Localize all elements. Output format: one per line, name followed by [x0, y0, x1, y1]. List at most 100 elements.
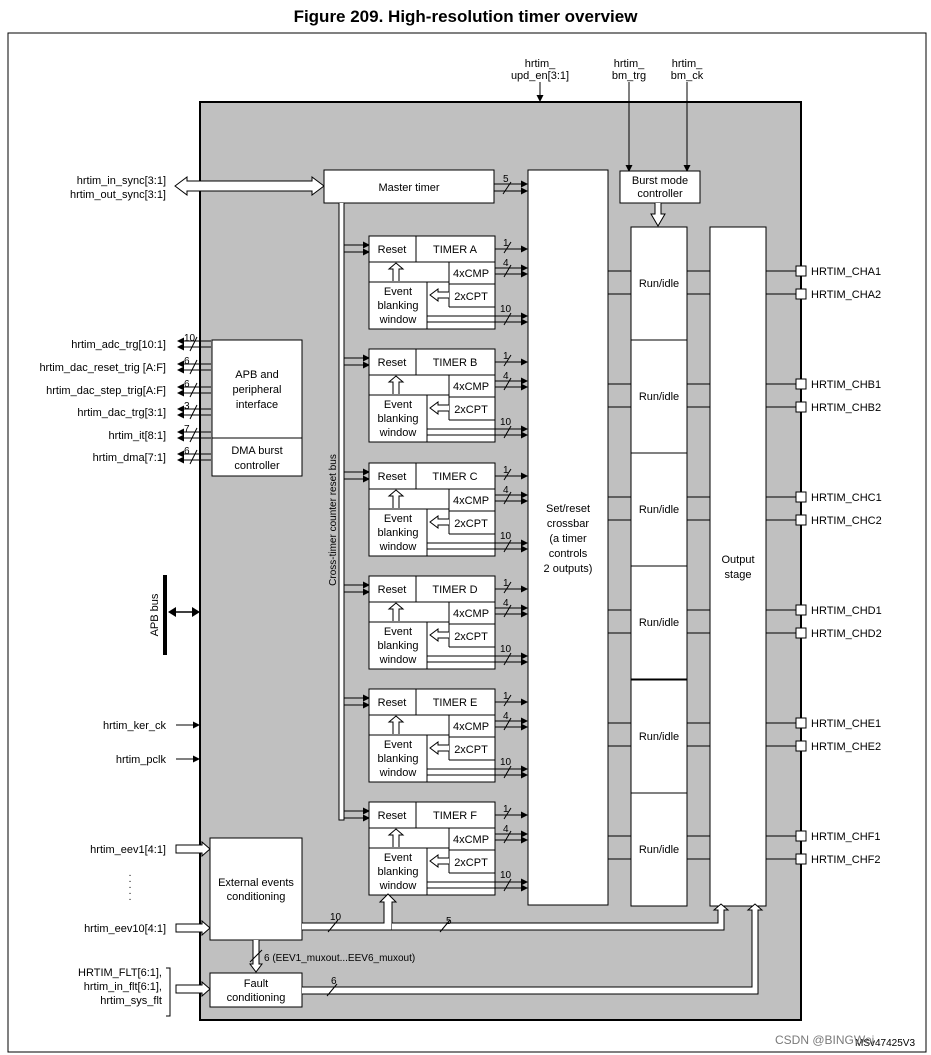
- svg-text:interface: interface: [236, 399, 278, 411]
- run-idle-e: Run/idle: [630, 679, 688, 794]
- output-channels: HRTIM_CHA1HRTIM_CHA2HRTIM_CHB1HRTIM_CHB2…: [608, 265, 882, 866]
- svg-text:TIMER A: TIMER A: [433, 244, 478, 256]
- svg-text:Burst mode: Burst mode: [632, 175, 688, 187]
- svg-text:hrtim_: hrtim_: [614, 58, 645, 70]
- svg-text:TIMER C: TIMER C: [432, 471, 477, 483]
- channel-hrtim_che1: HRTIM_CHE1: [608, 717, 881, 730]
- svg-text:.: .: [129, 868, 132, 879]
- svg-text:APB bus: APB bus: [149, 593, 161, 636]
- svg-text:DMA burst: DMA burst: [231, 445, 282, 457]
- svg-text:HRTIM_CHC2: HRTIM_CHC2: [811, 515, 882, 527]
- svg-text:Master timer: Master timer: [378, 182, 439, 194]
- apb-line-3: hrtim_dac_trg[3:1]3: [77, 401, 211, 420]
- svg-text:5: 5: [446, 916, 452, 927]
- svg-text:hrtim_adc_trg[10:1]: hrtim_adc_trg[10:1]: [71, 339, 166, 351]
- svg-text:2xCPT: 2xCPT: [454, 744, 488, 756]
- svg-text:hrtim_: hrtim_: [525, 58, 556, 70]
- svg-text:10: 10: [500, 870, 512, 881]
- svg-text:4: 4: [503, 485, 509, 496]
- svg-text:Event: Event: [384, 286, 412, 298]
- output-stage: Output stage: [709, 226, 767, 907]
- svg-text:hrtim_out_sync[3:1]: hrtim_out_sync[3:1]: [70, 189, 166, 201]
- svg-text:hrtim_dac_trg[3:1]: hrtim_dac_trg[3:1]: [77, 407, 166, 419]
- apb-output-lines: hrtim_adc_trg[10:1]10 hrtim_dac_reset_tri…: [39, 333, 211, 465]
- svg-text:TIMER D: TIMER D: [432, 584, 477, 596]
- svg-text:hrtim_eev1[4:1]: hrtim_eev1[4:1]: [90, 844, 166, 856]
- svg-text:HRTIM_CHE2: HRTIM_CHE2: [811, 741, 881, 753]
- sync-signals: hrtim_in_sync[3:1] hrtim_out_sync[3:1]: [70, 175, 325, 201]
- svg-text:HRTIM_CHE1: HRTIM_CHE1: [811, 718, 881, 730]
- svg-text:1: 1: [503, 691, 509, 702]
- channel-hrtim_cha2: HRTIM_CHA2: [608, 288, 881, 301]
- apb-line-1: hrtim_dac_reset_trig [A:F]6: [39, 356, 211, 375]
- svg-text:10: 10: [500, 417, 512, 428]
- channel-hrtim_chb2: HRTIM_CHB2: [608, 401, 881, 414]
- svg-text:upd_en[3:1]: upd_en[3:1]: [511, 70, 569, 82]
- svg-text:Set/reset: Set/reset: [546, 503, 590, 515]
- svg-text:hrtim_in_flt[6:1],: hrtim_in_flt[6:1],: [84, 981, 162, 993]
- apb-bus: APB bus: [149, 575, 200, 655]
- master-timer: Master timer 5: [323, 169, 528, 204]
- svg-text:4xCMP: 4xCMP: [453, 495, 489, 507]
- svg-text:HRTIM_CHB1: HRTIM_CHB1: [811, 379, 881, 391]
- svg-text:6: 6: [184, 356, 190, 367]
- top-inputs: hrtim_ upd_en[3:1] hrtim_ bm_trg hrtim_ …: [511, 58, 704, 172]
- svg-text:conditioning: conditioning: [227, 992, 286, 1004]
- diagram-code: MSv47425V3: [855, 1038, 915, 1049]
- svg-text:4: 4: [503, 258, 509, 269]
- svg-text:1: 1: [503, 351, 509, 362]
- svg-text:HRTIM_CHB2: HRTIM_CHB2: [811, 402, 881, 414]
- apb-line-0: hrtim_adc_trg[10:1]10: [71, 333, 211, 352]
- figure-title: Figure 209. High-resolution timer overvi…: [293, 7, 638, 26]
- svg-text:blanking: blanking: [378, 753, 419, 765]
- svg-text:Reset: Reset: [378, 584, 407, 596]
- svg-text:Reset: Reset: [378, 244, 407, 256]
- svg-text:Event: Event: [384, 399, 412, 411]
- svg-text:6: 6: [184, 446, 190, 457]
- svg-text:blanking: blanking: [378, 866, 419, 878]
- svg-text:Event: Event: [384, 852, 412, 864]
- svg-text:External events: External events: [218, 877, 294, 889]
- svg-text:hrtim_dma[7:1]: hrtim_dma[7:1]: [93, 452, 166, 464]
- svg-text:4xCMP: 4xCMP: [453, 608, 489, 620]
- svg-text:hrtim_: hrtim_: [672, 58, 703, 70]
- svg-text:2 outputs): 2 outputs): [544, 563, 593, 575]
- svg-text:HRTIM_FLT[6:1],: HRTIM_FLT[6:1],: [78, 967, 162, 979]
- svg-text:.: .: [129, 892, 132, 903]
- svg-text:1: 1: [503, 238, 509, 249]
- figure-frame: [7, 32, 927, 1053]
- svg-text:Run/idle: Run/idle: [639, 391, 679, 403]
- svg-text:4xCMP: 4xCMP: [453, 834, 489, 846]
- svg-text:4xCMP: 4xCMP: [453, 381, 489, 393]
- run-idle-a: Run/idle: [630, 226, 688, 341]
- svg-text:6 (EEV1_muxout...EEV6_muxout): 6 (EEV1_muxout...EEV6_muxout): [264, 953, 415, 964]
- svg-text:blanking: blanking: [378, 300, 419, 312]
- svg-text:controller: controller: [234, 460, 280, 472]
- svg-text:stage: stage: [725, 569, 752, 581]
- run-idle-f: Run/idle: [630, 792, 688, 907]
- channel-hrtim_chc2: HRTIM_CHC2: [608, 514, 882, 527]
- channel-hrtim_chc1: HRTIM_CHC1: [608, 491, 882, 504]
- svg-text:2xCPT: 2xCPT: [454, 631, 488, 643]
- dma-burst-controller: [211, 437, 303, 477]
- fault-conditioning: HRTIM_FLT[6:1], hrtim_in_flt[6:1], hrtim…: [78, 903, 764, 1017]
- svg-text:Event: Event: [384, 626, 412, 638]
- svg-text:TIMER F: TIMER F: [433, 810, 477, 822]
- svg-text:.: .: [129, 880, 132, 891]
- external-events: hrtim_eev1[4:1] . . . . . hrtim_eev10[4:…: [84, 837, 730, 973]
- svg-text:2xCPT: 2xCPT: [454, 404, 488, 416]
- svg-text:6: 6: [184, 379, 190, 390]
- svg-text:HRTIM_CHC1: HRTIM_CHC1: [811, 492, 882, 504]
- svg-text:Run/idle: Run/idle: [639, 844, 679, 856]
- svg-text:hrtim_eev10[4:1]: hrtim_eev10[4:1]: [84, 923, 166, 935]
- svg-text:10: 10: [500, 757, 512, 768]
- svg-text:Run/idle: Run/idle: [639, 278, 679, 290]
- svg-text:4: 4: [503, 824, 509, 835]
- svg-text:2xCPT: 2xCPT: [454, 518, 488, 530]
- cross-timer-reset-bus: Cross-timer counter reset bus: [328, 203, 345, 821]
- svg-text:TIMER B: TIMER B: [433, 357, 478, 369]
- svg-text:.: .: [129, 874, 132, 885]
